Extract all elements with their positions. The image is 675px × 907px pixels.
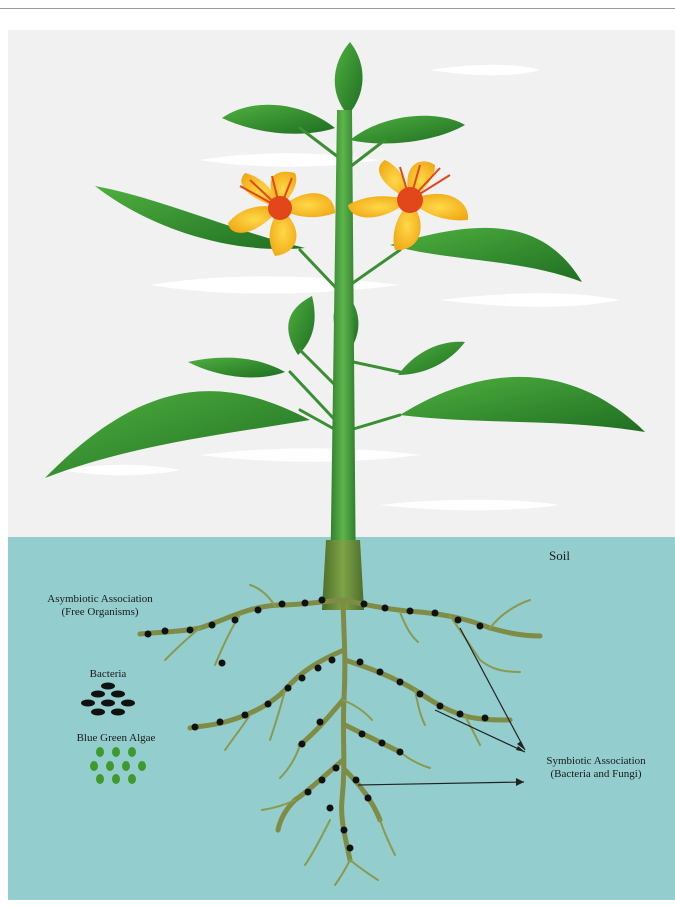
asymbiotic-label-line2: (Free Organisms) — [61, 606, 138, 618]
asymbiotic-label-line1: Asymbiotic Association — [47, 593, 153, 605]
symbiotic-label-line2: (Bacteria and Fungi) — [550, 768, 641, 780]
symbiotic-label-line1: Symbiotic Association — [546, 755, 646, 767]
bacteria-label: Bacteria — [90, 668, 127, 680]
blue-green-algae-label: Blue Green Algae — [77, 732, 156, 744]
soil-label: Soil — [549, 548, 570, 563]
